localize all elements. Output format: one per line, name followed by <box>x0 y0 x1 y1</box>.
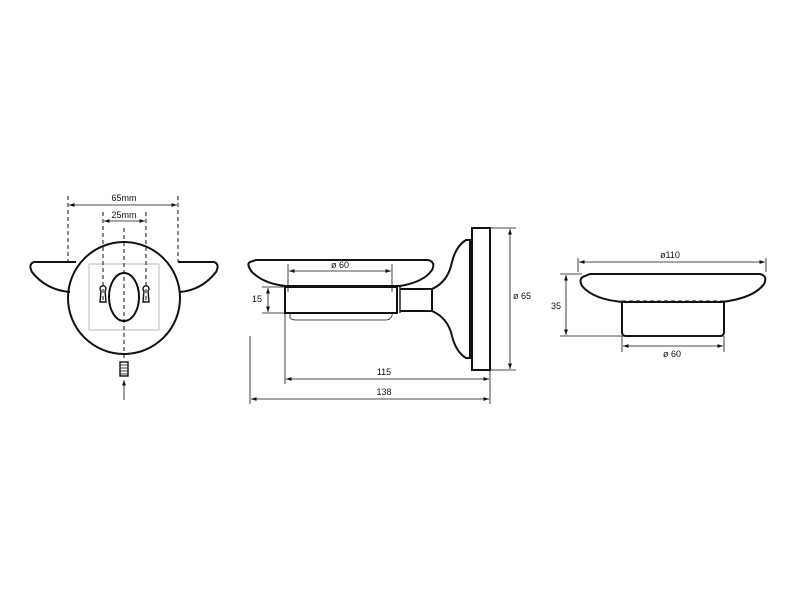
dim-label-115: 115 <box>377 367 391 377</box>
dim-label-dish-35: 35 <box>551 301 561 311</box>
keyhole-left <box>99 285 107 303</box>
side-wall-plate <box>471 227 491 371</box>
dim-label-25mm: 25mm <box>111 210 136 220</box>
dish-outline <box>579 273 767 303</box>
side-view: ø 60 15 ø 65 115 138 <box>247 227 531 404</box>
dish-wing-right <box>178 261 219 293</box>
dim-label-dish-base-60: ø 60 <box>663 349 681 359</box>
keyhole-right <box>142 285 150 303</box>
dim-label-side-60: ø 60 <box>331 260 349 270</box>
dim-label-plate-65: ø 65 <box>513 291 531 301</box>
dish-view: ø110 35 ø 60 <box>551 250 767 359</box>
front-view: 65mm 25mm <box>29 193 219 400</box>
side-neck <box>400 288 433 312</box>
screw-icon <box>119 361 129 377</box>
dim-label-65mm: 65mm <box>111 193 136 203</box>
side-lower-plate <box>289 313 393 321</box>
side-dish-profile <box>247 259 435 287</box>
dish-wing-left <box>29 261 76 293</box>
dish-base <box>621 302 725 337</box>
side-arm <box>284 286 398 314</box>
dim-label-138: 138 <box>376 387 391 397</box>
side-rosette <box>431 239 471 359</box>
dim-label-dish-110: ø110 <box>660 250 680 260</box>
dim-label-15: 15 <box>252 294 262 304</box>
